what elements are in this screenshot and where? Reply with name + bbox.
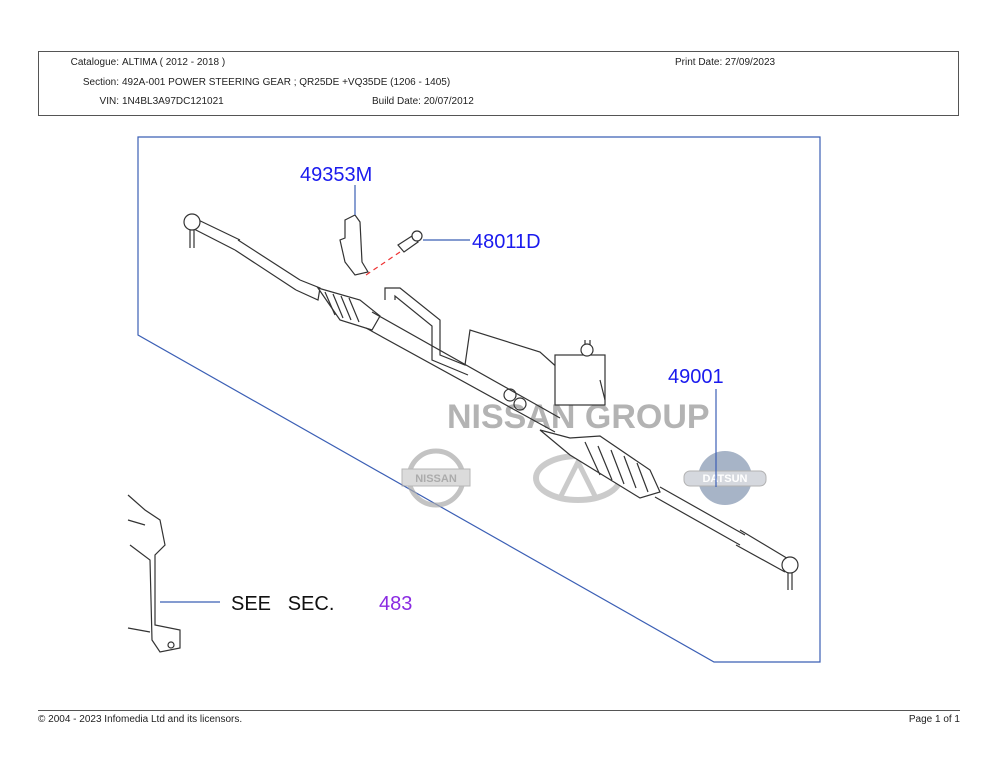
diagram-frame — [137, 136, 821, 663]
datsun-logo-text: DATSUN — [702, 473, 747, 485]
bolt-dashed-line — [365, 251, 401, 276]
nissan-logo-text: NISSAN — [415, 473, 457, 485]
catalogue-label: Catalogue: — [70, 57, 119, 68]
callout-49001[interactable]: 49001 — [668, 366, 724, 388]
build-date-row: Build Date: 20/07/2012 — [372, 96, 474, 107]
page-indicator: Page 1 of 1 — [908, 714, 960, 725]
build-date-value: 20/07/2012 — [423, 96, 474, 107]
print-date-row: Print Date: 27/09/2023 — [675, 57, 775, 68]
leader-lines — [160, 185, 717, 603]
copyright-text: © 2004 - 2023 Infomedia Ltd and its lice… — [38, 714, 243, 725]
callout-48011D[interactable]: 48011D — [472, 231, 541, 253]
see-section-link[interactable]: 483 — [379, 593, 412, 615]
footer-divider — [38, 710, 960, 711]
nissan-logo: NISSAN — [401, 448, 471, 508]
callout-49353M[interactable]: 49353M — [300, 164, 372, 186]
print-date-label: Print Date: — [675, 57, 723, 68]
steering-rack-drawing — [127, 213, 799, 653]
catalogue-value: ALTIMA ( 2012 - 2018 ) — [122, 57, 226, 68]
section-label: Section: — [82, 77, 119, 88]
print-date-value: 27/09/2023 — [725, 57, 776, 68]
section-value: 492A-001 POWER STEERING GEAR ; QR25DE +V… — [122, 77, 451, 88]
build-date-label: Build Date: — [372, 96, 421, 107]
vin-value: 1N4BL3A97DC121021 — [122, 96, 224, 107]
vin-label: VIN: — [99, 96, 119, 107]
datsun-logo: DATSUN — [683, 451, 767, 505]
see-section-text: SEE SEC. — [231, 593, 334, 615]
header-box: Catalogue: ALTIMA ( 2012 - 2018 ) Print … — [38, 51, 959, 116]
